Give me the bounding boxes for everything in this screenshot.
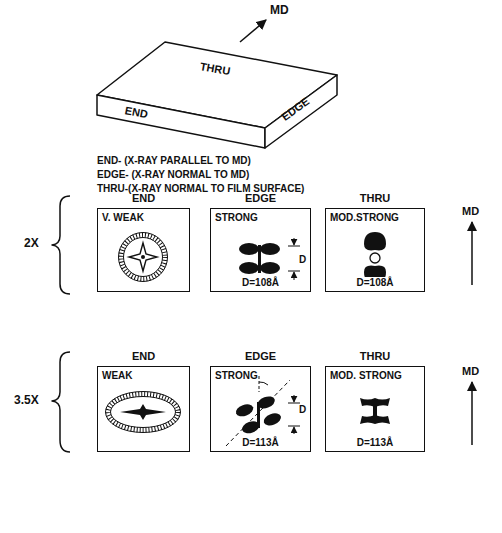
view-heading: THRU <box>360 192 391 204</box>
spacing-value: D=113Å <box>356 437 394 449</box>
pattern-box: EDGESTRONGDD=108Å <box>210 208 311 292</box>
view-heading: END <box>132 350 155 362</box>
face-label: THRU <box>199 60 231 78</box>
intensity-label: V. WEAK <box>102 212 144 224</box>
md-arrow <box>471 222 473 285</box>
pattern-box: THRUMOD. STRONGD=113Å <box>325 366 425 452</box>
pattern-box: ENDV. WEAK <box>97 208 190 292</box>
dimension-letter: D <box>299 404 306 416</box>
dimension-letter: D <box>299 254 306 266</box>
brace <box>52 352 70 452</box>
md-arrow <box>471 382 473 445</box>
intensity-label: STRONG <box>215 370 258 382</box>
saxs-pattern <box>360 398 390 424</box>
saxs-pattern <box>364 232 386 283</box>
strain-label: 2X <box>24 237 39 250</box>
film-end <box>97 95 265 148</box>
brace <box>52 196 70 294</box>
spacing-value: D=108Å <box>241 277 280 289</box>
face-label: END <box>124 104 149 121</box>
view-heading: EDGE <box>245 350 276 362</box>
intensity-label: WEAK <box>102 370 133 382</box>
pattern-box: ENDWEAK <box>97 366 190 452</box>
saxs-pattern <box>239 238 300 280</box>
md-label: MD <box>462 205 479 218</box>
key-text: EDGE- (X-RAY NORMAL TO MD) <box>97 168 249 181</box>
key-text: END- (X-RAY PARALLEL TO MD) <box>97 154 251 167</box>
film-edge <box>265 75 337 148</box>
strain-label: 3.5X <box>14 394 39 407</box>
pattern-box: EDGESTRONGDD=113Å <box>210 366 311 452</box>
saxs-pattern <box>106 392 181 433</box>
intensity-label: MOD. STRONG <box>330 370 402 382</box>
spacing-value: D=108Å <box>356 277 395 289</box>
md-label: MD <box>270 4 289 17</box>
intensity-label: MOD.STRONG <box>330 212 399 224</box>
saxs-pattern <box>226 376 300 446</box>
spacing-value: D=113Å <box>241 437 279 449</box>
view-heading: THRU <box>360 350 391 362</box>
saxs-pattern <box>119 233 168 282</box>
md-label: MD <box>462 365 479 378</box>
intensity-label: STRONG <box>215 212 258 224</box>
md-arrow <box>240 20 266 42</box>
pattern-box: THRUMOD.STRONGD=108Å <box>325 208 425 292</box>
key-text: THRU-(X-RAY NORMAL TO FILM SURFACE) <box>97 182 304 195</box>
face-label: EDGE <box>279 95 312 124</box>
